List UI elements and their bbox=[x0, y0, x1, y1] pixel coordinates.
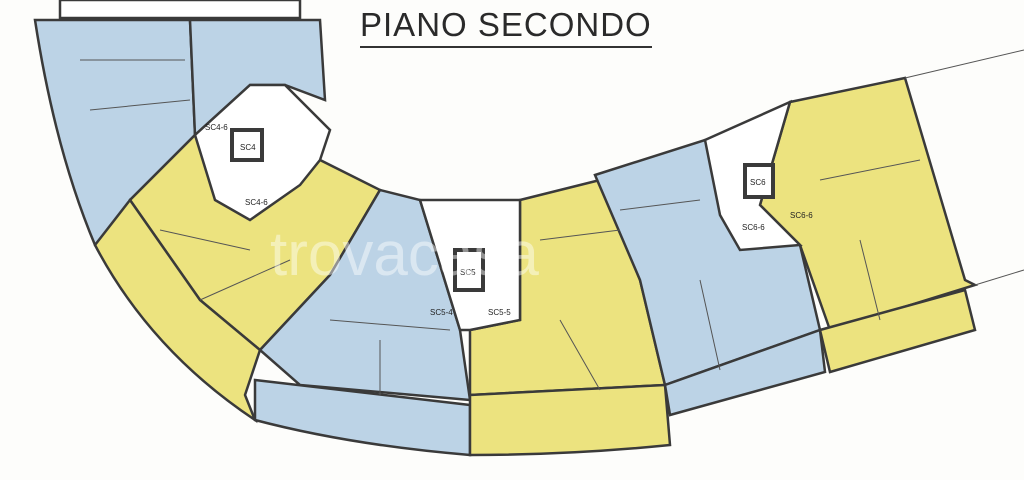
page-title: PIANO SECONDO bbox=[360, 6, 652, 48]
unit-yellow-curve bbox=[93, 197, 262, 424]
top-terrace bbox=[58, 0, 302, 20]
interior-walls bbox=[80, 49, 1024, 395]
lift-sc4 bbox=[230, 128, 264, 162]
lift-sc6 bbox=[743, 163, 775, 199]
label-sc4-6-b: SC4-6 bbox=[245, 198, 268, 207]
label-sc6: SC6 bbox=[750, 178, 766, 187]
label-sc4-6-a: SC4-6 bbox=[205, 123, 228, 132]
watermark: trovacasa bbox=[270, 220, 539, 289]
unit-yellow-bottom bbox=[468, 383, 672, 457]
lift-sc5 bbox=[453, 248, 485, 292]
label-sc5-5: SC5-5 bbox=[488, 308, 511, 317]
label-sc4: SC4 bbox=[240, 143, 256, 152]
unit-blue-bottom-right bbox=[663, 328, 827, 417]
unit-yellow-terrace-right bbox=[818, 288, 977, 374]
label-sc5: SC5 bbox=[460, 268, 476, 277]
label-sc5-4: SC5-4 bbox=[430, 308, 453, 317]
label-sc6-6-b: SC6-6 bbox=[742, 223, 765, 232]
unit-blue-bottom bbox=[253, 378, 472, 457]
label-sc6-6-a: SC6-6 bbox=[790, 211, 813, 220]
